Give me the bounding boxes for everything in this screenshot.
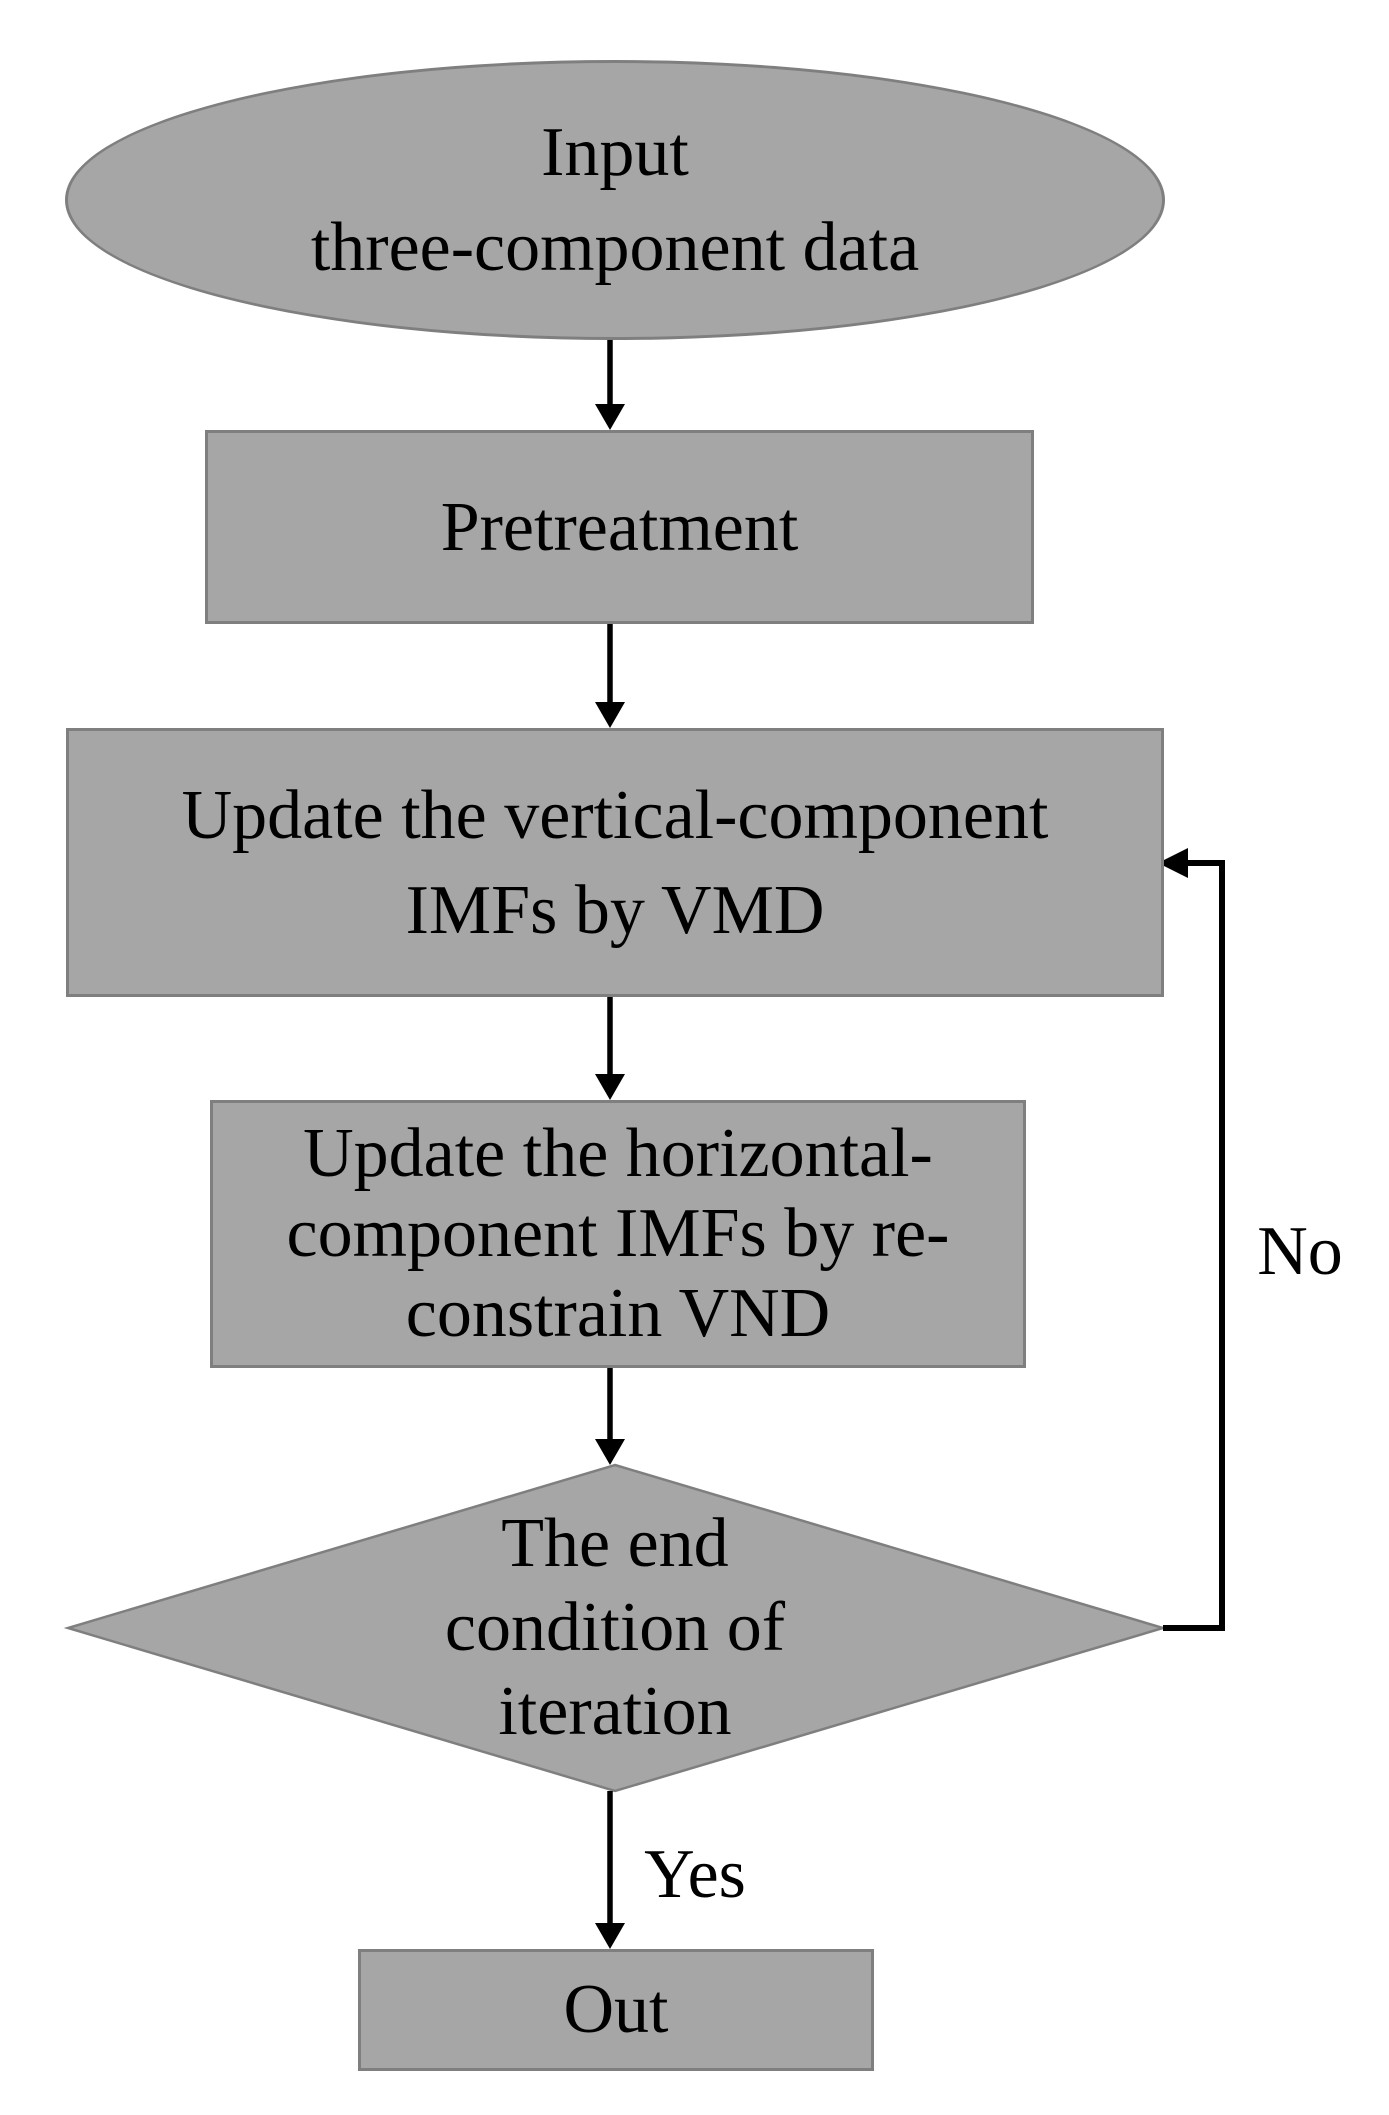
edge-label-yes: Yes bbox=[644, 1836, 746, 1913]
update-horizontal-node bbox=[210, 1100, 1026, 1368]
arrow-horizontal-to-decision-head bbox=[595, 1439, 625, 1465]
update-vertical-node-label: Update the vertical-component IMFs by VM… bbox=[181, 776, 1049, 949]
arrow-vertical-to-horizontal-head bbox=[595, 1074, 625, 1100]
update-horizontal-node-label: Update the horizontal- component IMFs by… bbox=[286, 1115, 950, 1352]
arrow-yes-head bbox=[595, 1923, 625, 1949]
update-vertical-node bbox=[66, 728, 1164, 997]
end-condition-diamond-label: The end condition of iteration bbox=[444, 1505, 786, 1750]
arrow-no-feedback-head bbox=[1158, 848, 1188, 878]
arrow-no-feedback-line bbox=[1163, 860, 1225, 1631]
end-condition-diamond-shape bbox=[63, 1463, 1168, 1793]
edge-label-no: No bbox=[1257, 1213, 1343, 1290]
out-node bbox=[358, 1949, 874, 2071]
pretreatment-node-label: Pretreatment bbox=[440, 488, 799, 566]
out-node-label: Out bbox=[563, 1971, 669, 2048]
input-node bbox=[65, 60, 1165, 340]
pretreatment-node bbox=[205, 430, 1034, 624]
input-node-label: Input three-component data bbox=[310, 114, 920, 286]
arrow-pretreatment-to-vertical-head bbox=[595, 702, 625, 728]
arrow-input-to-pretreatment-head bbox=[595, 404, 625, 430]
